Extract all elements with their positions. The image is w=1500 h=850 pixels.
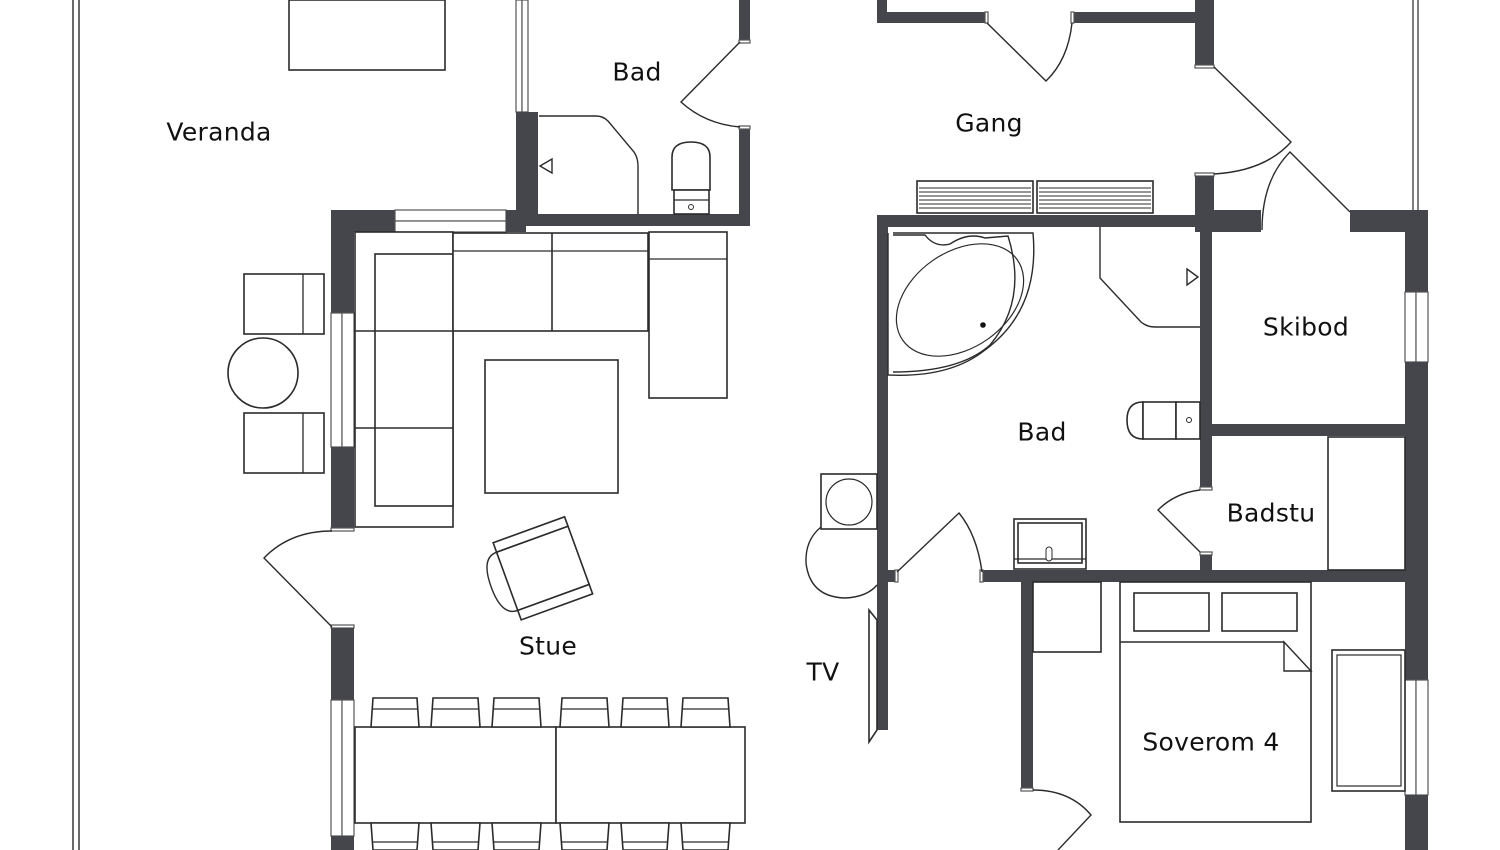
badstu-door[interactable]	[1157, 489, 1201, 553]
living-room-door[interactable]	[263, 530, 333, 628]
tv-icon	[868, 607, 878, 745]
bedroom-door[interactable]	[1032, 789, 1092, 850]
dining-chairs	[370, 697, 731, 850]
corner-bathtub	[887, 232, 1035, 376]
patio-furniture	[227, 273, 325, 474]
shower-triangle-icon	[538, 157, 553, 175]
room-label-veranda: Veranda	[166, 117, 272, 147]
veranda-table	[288, 0, 446, 71]
room-label-soverom-4: Soverom 4	[1142, 727, 1280, 757]
shower-triangle-icon	[1186, 267, 1200, 287]
double-bed	[1119, 581, 1313, 823]
coffee-table	[484, 359, 619, 494]
large-shower	[1099, 227, 1200, 328]
shower	[539, 115, 639, 214]
room-label-stue: Stue	[518, 631, 578, 661]
room-label-bad-small: Bad	[612, 57, 662, 87]
small-bath-door[interactable]	[679, 41, 741, 128]
railing-right	[1412, 0, 1419, 212]
living-room-walls	[330, 209, 526, 850]
small-bathroom-walls	[515, 0, 751, 226]
toilet-icon	[671, 141, 711, 215]
skibod-door[interactable]	[1261, 151, 1351, 231]
bedroom-walls	[1020, 580, 1034, 792]
armchair	[486, 515, 594, 621]
sauna-bench	[1327, 436, 1406, 571]
room-label-bad-large: Bad	[1017, 417, 1067, 447]
hallway-top-door[interactable]	[986, 22, 1073, 82]
large-bathroom-walls	[877, 210, 1429, 850]
sink-icon	[1013, 518, 1087, 570]
sectional-sofa	[354, 231, 728, 528]
washing-machine	[805, 473, 878, 599]
large-bath-door[interactable]	[896, 511, 983, 573]
dining-table	[354, 726, 746, 824]
room-label-gang: Gang	[955, 108, 1023, 138]
hallway-side-door[interactable]	[1213, 66, 1292, 175]
room-label-skibod: Skibod	[1262, 312, 1350, 342]
veranda-railing-left	[72, 0, 80, 850]
wardrobe	[1032, 581, 1102, 653]
room-label-badstu: Badstu	[1226, 498, 1316, 528]
room-label-tv: TV	[806, 657, 840, 687]
toilet-icon	[1126, 401, 1201, 440]
shoe-rack	[916, 180, 1154, 214]
bedside-bench	[1331, 649, 1406, 792]
